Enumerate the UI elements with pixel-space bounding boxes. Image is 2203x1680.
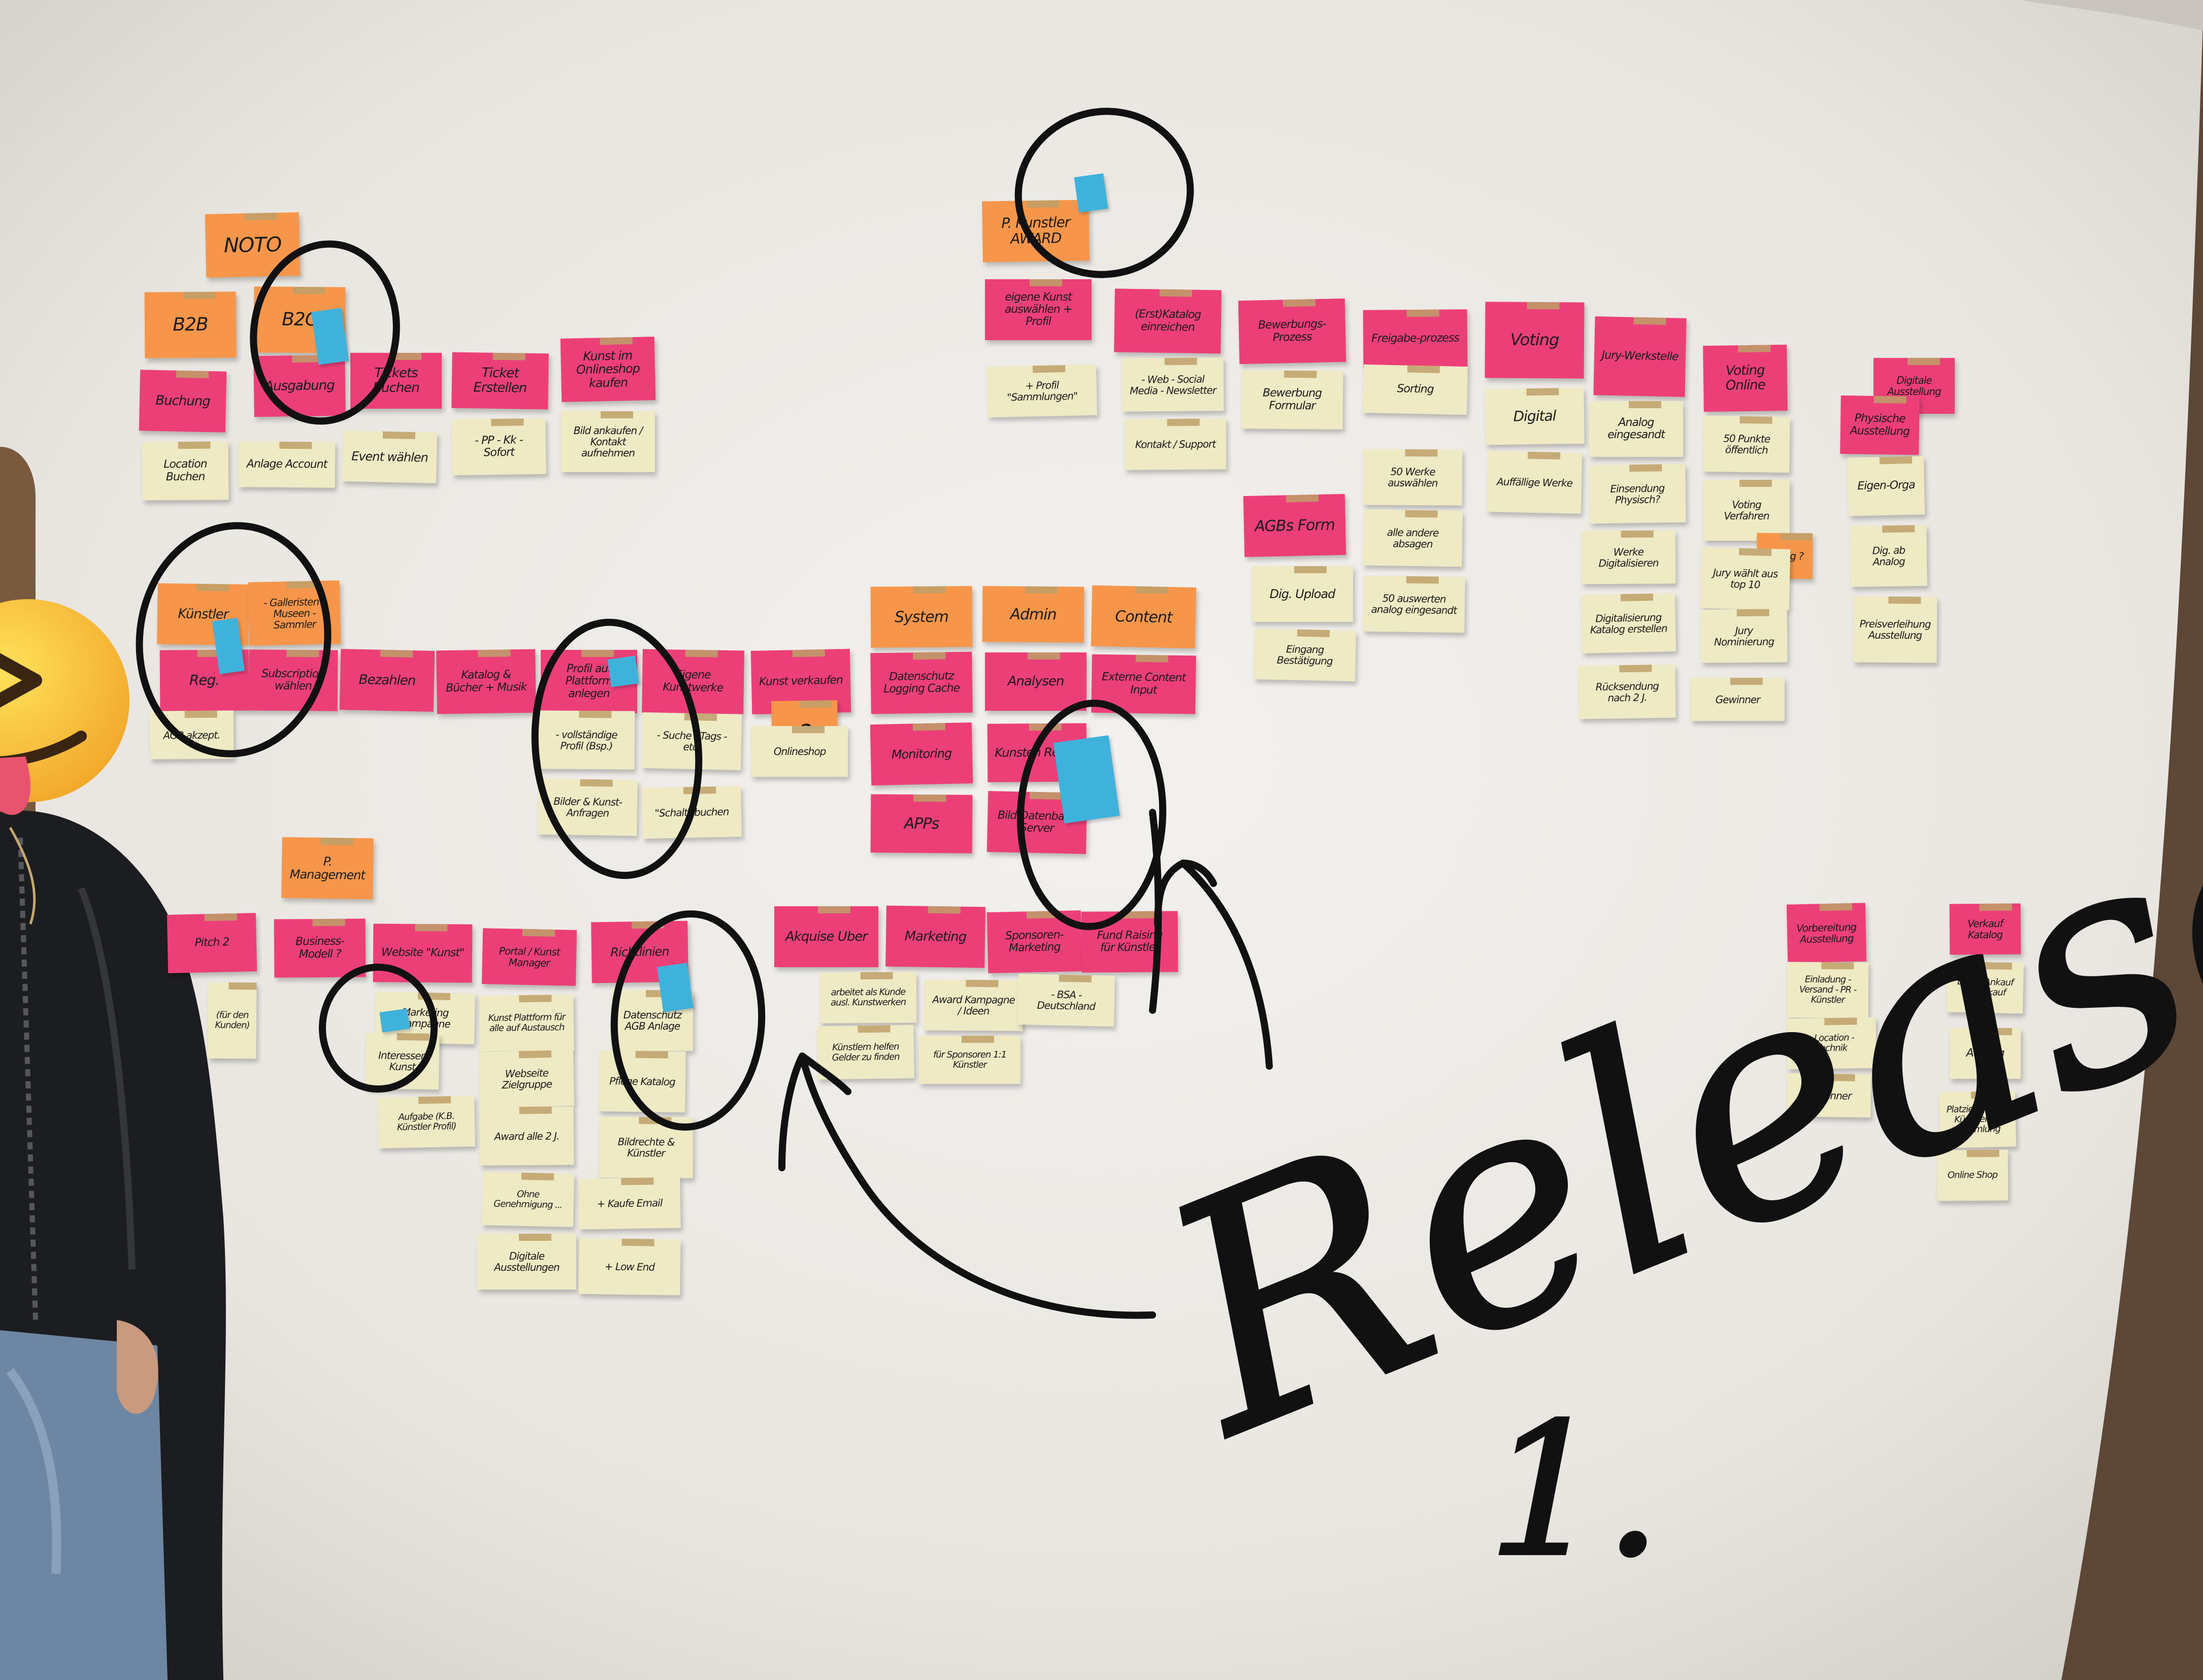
tape-strip bbox=[818, 906, 851, 913]
sticky-note-text: für Sponsoren 1:1 Künstler bbox=[933, 1049, 1007, 1070]
sticky-note-text: Datenschutz AGB Anlage bbox=[623, 1009, 682, 1032]
sticky-note-text: Onlineshop bbox=[773, 745, 827, 757]
tape-strip bbox=[1030, 279, 1063, 286]
sticky-note-text: Analysen bbox=[1007, 674, 1065, 689]
sticky-note-text: Akquise Uber bbox=[785, 929, 868, 944]
tape-strip bbox=[1294, 566, 1327, 573]
tape-strip bbox=[518, 1234, 551, 1241]
sticky-note-text: Dig. Upload bbox=[1269, 586, 1336, 601]
tape-strip bbox=[1730, 678, 1763, 685]
marker-circle bbox=[1014, 108, 1194, 278]
marker-circle bbox=[1016, 700, 1167, 930]
sticky-note: Akquise Uber bbox=[774, 906, 878, 967]
tape-strip bbox=[1739, 480, 1772, 487]
tape-strip bbox=[600, 411, 633, 418]
tape-strip bbox=[962, 1036, 994, 1043]
sticky-note: Tickets Buchen bbox=[350, 353, 442, 409]
marker-arrow bbox=[1149, 809, 1273, 1070]
marker-arrow bbox=[778, 1052, 1156, 1319]
marker-circle bbox=[319, 964, 438, 1093]
sticky-note-text: Analog eingesandt bbox=[1607, 416, 1665, 441]
sticky-note-text: Bild ankaufen / Kontakt aufnehmen bbox=[573, 424, 643, 459]
sticky-note: Dig. Upload bbox=[1252, 566, 1353, 622]
sticky-note-text: Digitale Ausstellungen bbox=[494, 1250, 560, 1273]
marker-circle bbox=[531, 618, 703, 879]
sticky-note: Analysen bbox=[985, 652, 1087, 711]
sticky-note: Analog eingesandt bbox=[1589, 401, 1683, 457]
sticky-note-text: eigene Kunst auswählen + Profil bbox=[1004, 290, 1072, 328]
marker-circle bbox=[136, 522, 332, 757]
tape-strip bbox=[1908, 358, 1941, 365]
sticky-note-text: Gewinner bbox=[1715, 693, 1761, 706]
sticky-note: Voting Verfahren bbox=[1703, 480, 1790, 541]
emoji-icon bbox=[0, 599, 129, 815]
sticky-note-text: Voting Verfahren bbox=[1724, 499, 1769, 522]
person bbox=[0, 810, 226, 1680]
sticky-note-text: Digitale Ausstellung bbox=[1887, 374, 1942, 398]
sticky-note: Onlineshop bbox=[751, 726, 848, 777]
tape-strip bbox=[388, 353, 421, 360]
tape-strip bbox=[581, 650, 614, 657]
release-number: 1. bbox=[1488, 1384, 1662, 1597]
tape-strip bbox=[792, 726, 825, 733]
tape-strip bbox=[1628, 401, 1661, 408]
marker-circle bbox=[610, 910, 766, 1131]
sticky-note: Gewinner bbox=[1691, 678, 1785, 721]
sticky-note-text: Tickets Buchen bbox=[373, 366, 420, 396]
sticky-note: Digitale Ausstellungen bbox=[477, 1234, 576, 1290]
tape-strip bbox=[1028, 652, 1060, 660]
sticky-note: für Sponsoren 1:1 Künstler bbox=[919, 1036, 1021, 1084]
sticky-note: Auftrag bbox=[1950, 1028, 2021, 1079]
sticky-note: Bild ankaufen / Kontakt aufnehmen bbox=[561, 411, 655, 472]
sticky-note-text: Profil auf Plattform anlegen bbox=[565, 663, 613, 700]
marker-circle bbox=[250, 240, 400, 425]
sticky-note: eigene Kunst auswählen + Profil bbox=[985, 279, 1092, 340]
tape-strip bbox=[1979, 1028, 2012, 1035]
sticky-note-text: Auftrag bbox=[1966, 1046, 2005, 1060]
